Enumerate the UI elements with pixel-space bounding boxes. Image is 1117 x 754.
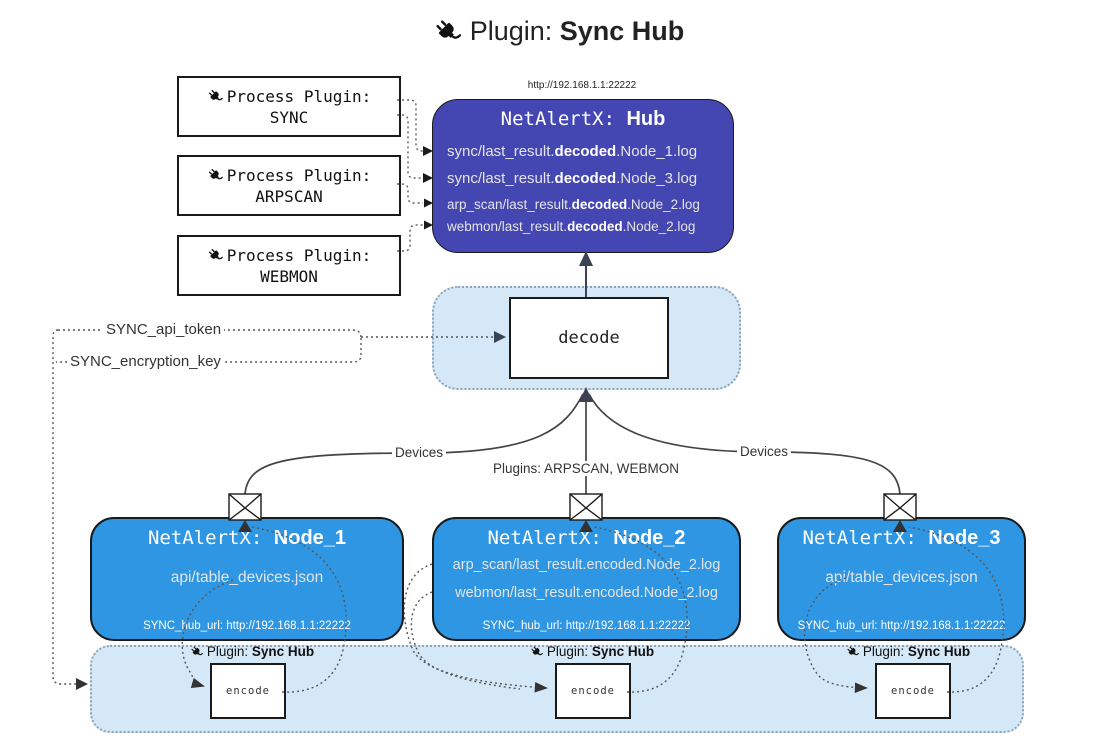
plug-icon [433, 17, 463, 47]
plug-icon [207, 167, 224, 184]
decode-box: decode [509, 297, 669, 379]
node-file-line: api/table_devices.json [825, 569, 978, 586]
encode-label: encode [226, 685, 270, 697]
hub-url-label: http://192.168.1.1:22222 [527, 80, 637, 91]
process-plugin-name: WEBMON [260, 266, 318, 286]
encode-box-1: encode [210, 663, 286, 719]
plug-icon [190, 645, 204, 659]
process-plugin-label: Process Plugin: [226, 165, 372, 185]
page-title: Plugin: Sync Hub [0, 16, 1117, 47]
node-file-line: webmon/last_result.encoded.Node_2.log [455, 585, 718, 601]
hub-log-line: sync/last_result.decoded.Node_1.log [447, 143, 698, 160]
node-file-line: api/table_devices.json [170, 569, 324, 586]
encode-box-3: encode [875, 663, 951, 719]
node-title: NetAlertX: Node_1 [147, 527, 347, 549]
node-title: NetAlertX: Node_3 [802, 527, 1001, 549]
process-plugin-label: Process Plugin: [226, 86, 372, 106]
hub-title: NetAlertX: Hub [433, 108, 733, 131]
edge-label-devices-left: Devices [392, 445, 447, 460]
node-hub-url: SYNC_hub_url: http://192.168.1.1:22222 [143, 620, 351, 632]
hub-title-name: Hub [626, 108, 666, 130]
hub-log-line: webmon/last_result.decoded.Node_2.log [447, 219, 696, 234]
sync-encryption-key-label: SYNC_encryption_key [67, 353, 224, 370]
page-title-text: Plugin: Sync Hub [470, 16, 685, 47]
node-to-decode-curves [244, 390, 901, 495]
plug-icon [846, 645, 860, 659]
badge-text: Plugin: Sync Hub [862, 644, 971, 659]
edge-label-devices-right: Devices [737, 444, 792, 459]
node-hub-url: SYNC_hub_url: http://192.168.1.1:22222 [482, 620, 691, 632]
title-name: Sync Hub [559, 16, 685, 46]
plug-icon [207, 247, 224, 264]
encode-plugin-badge: Plugin: Sync Hub [846, 644, 970, 659]
hub-log-line: arp_scan/last_result.decoded.Node_2.log [447, 197, 700, 212]
plug-icon [207, 88, 224, 105]
hub-log-line: sync/last_result.decoded.Node_3.log [447, 170, 698, 187]
process-plugin-webmon: Process Plugin: WEBMON [177, 235, 401, 296]
encode-label: encode [891, 685, 935, 697]
title-label: Plugin: [469, 16, 553, 46]
sync-api-token-label: SYNC_api_token [103, 321, 225, 338]
process-plugin-arpscan: Process Plugin: ARPSCAN [177, 155, 401, 216]
process-plugin-name: ARPSCAN [255, 186, 323, 206]
edge-label-plugins: Plugins: ARPSCAN, WEBMON [489, 461, 683, 476]
decode-label: decode [558, 328, 620, 348]
hub-box: NetAlertX: Hub sync/last_result.decoded.… [432, 99, 734, 253]
process-plugin-label: Process Plugin: [226, 245, 372, 265]
decode-to-hub-arrowhead [579, 251, 593, 266]
encode-plugin-badge: Plugin: Sync Hub [190, 644, 314, 659]
encode-box-2: encode [555, 663, 631, 719]
key-to-panel-arrowhead [76, 678, 88, 690]
plug-icon [530, 645, 544, 659]
node-1-box: NetAlertX: Node_1 api/table_devices.json… [90, 517, 404, 641]
process-plugin-name: SYNC [269, 107, 309, 127]
badge-text: Plugin: Sync Hub [206, 644, 315, 659]
badge-text: Plugin: Sync Hub [546, 644, 655, 659]
node-hub-url: SYNC_hub_url: http://192.168.1.1:22222 [797, 620, 1006, 632]
hub-title-prefix: NetAlertX: [500, 108, 627, 130]
node-file-line: arp_scan/last_result.encoded.Node_2.log [452, 557, 721, 573]
node-title: NetAlertX: Node_2 [487, 527, 686, 549]
encode-label: encode [571, 685, 615, 697]
node-2-box: NetAlertX: Node_2 arp_scan/last_result.e… [432, 517, 741, 641]
encode-plugin-badge: Plugin: Sync Hub [530, 644, 654, 659]
process-plugin-sync: Process Plugin: SYNC [177, 76, 401, 137]
node-3-box: NetAlertX: Node_3 api/table_devices.json… [777, 517, 1026, 641]
